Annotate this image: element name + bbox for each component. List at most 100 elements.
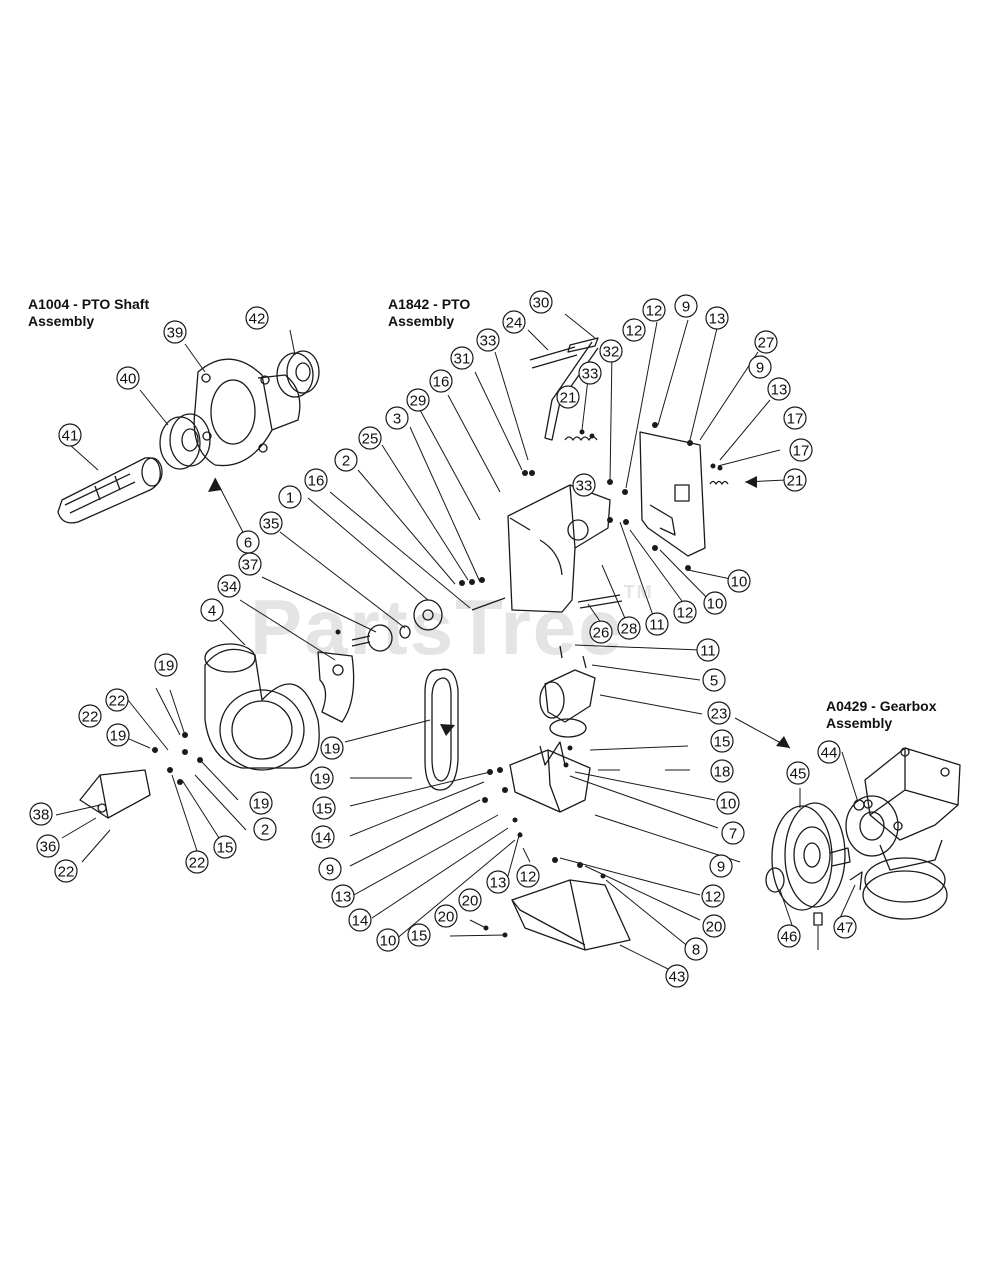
callout-number: 13 — [709, 311, 726, 328]
callout-20: 20 — [702, 914, 726, 938]
callout-number: 20 — [438, 909, 455, 926]
callout-3: 3 — [385, 406, 409, 430]
callout-7: 7 — [721, 821, 745, 845]
callout-number: 15 — [411, 928, 428, 945]
callout-number: 20 — [462, 893, 479, 910]
callout-number: 15 — [316, 801, 333, 818]
callout-22: 22 — [54, 859, 78, 883]
callout-number: 22 — [109, 693, 126, 710]
callout-9: 9 — [709, 854, 733, 878]
bearing-40 — [159, 413, 211, 470]
callout-28: 28 — [617, 616, 641, 640]
callout-number: 9 — [682, 299, 690, 316]
callout-number: 10 — [731, 574, 748, 591]
callout-43: 43 — [665, 964, 689, 988]
callout-number: 12 — [705, 889, 722, 906]
callout-15: 15 — [407, 923, 431, 947]
callout-15: 15 — [710, 729, 734, 753]
callout-number: 38 — [33, 807, 50, 824]
callout-number: 8 — [692, 942, 700, 959]
callout-13: 13 — [331, 884, 355, 908]
callout-number: 14 — [315, 830, 332, 847]
callout-number: 29 — [410, 393, 427, 410]
callout-number: 9 — [756, 360, 764, 377]
callout-38: 38 — [29, 802, 53, 826]
callout-number: 14 — [352, 913, 369, 930]
callout-number: 10 — [720, 796, 737, 813]
callout-number: 21 — [787, 473, 804, 490]
pulley-hub-37 — [351, 624, 411, 652]
callout-24: 24 — [502, 310, 526, 334]
pto-shaft — [57, 457, 163, 524]
callout-6: 6 — [236, 530, 260, 554]
callout-number: 12 — [646, 303, 663, 320]
callout-number: 25 — [362, 431, 379, 448]
callout-number: 24 — [506, 315, 523, 332]
callout-number: 23 — [711, 706, 728, 723]
callout-number: 6 — [244, 535, 252, 552]
callout-number: 4 — [208, 603, 216, 620]
bracket-28 — [507, 484, 611, 613]
callout-16: 16 — [304, 468, 328, 492]
callout-33: 33 — [476, 328, 500, 352]
callout-number: 19 — [314, 771, 331, 788]
callout-number: 2 — [342, 453, 350, 470]
chute-8 — [511, 879, 631, 951]
callout-number: 17 — [793, 443, 810, 460]
callout-26: 26 — [589, 620, 613, 644]
callout-31: 31 — [450, 346, 474, 370]
callout-22: 22 — [78, 704, 102, 728]
callout-number: 28 — [621, 621, 638, 638]
callout-36: 36 — [36, 834, 60, 858]
callout-number: 43 — [669, 969, 686, 986]
blower-housing-4 — [204, 643, 320, 771]
callout-46: 46 — [777, 924, 801, 948]
callout-1: 1 — [278, 485, 302, 509]
callout-30: 30 — [529, 290, 553, 314]
callout-number: 19 — [110, 728, 127, 745]
pulley-1 — [413, 599, 443, 631]
callout-number: 32 — [603, 344, 620, 361]
callout-14: 14 — [348, 908, 372, 932]
callout-29: 29 — [406, 388, 430, 412]
callout-number: 17 — [787, 411, 804, 428]
callout-10: 10 — [703, 591, 727, 615]
callout-33: 33 — [572, 473, 596, 497]
callout-18: 18 — [710, 759, 734, 783]
callout-number: 12 — [677, 605, 694, 622]
callout-21: 21 — [783, 468, 807, 492]
callout-number: 19 — [253, 796, 270, 813]
callout-number: 42 — [249, 311, 266, 328]
callout-33: 33 — [578, 361, 602, 385]
plate-27 — [639, 431, 706, 557]
callout-35: 35 — [259, 511, 283, 535]
callout-number: 31 — [454, 351, 471, 368]
callout-number: 10 — [380, 933, 397, 950]
callout-45: 45 — [786, 761, 810, 785]
callout-13: 13 — [705, 306, 729, 330]
ring-45-key-46-screw-47 — [765, 867, 863, 926]
callout-number: 22 — [189, 855, 206, 872]
callout-number: 22 — [82, 709, 99, 726]
gearbox-small-5 — [539, 645, 596, 738]
callout-number: 19 — [324, 741, 341, 758]
callout-number: 39 — [167, 325, 184, 342]
callout-number: 45 — [790, 766, 807, 783]
callout-39: 39 — [163, 320, 187, 344]
callout-19: 19 — [249, 791, 273, 815]
callout-number: 16 — [308, 473, 325, 490]
callout-12: 12 — [642, 298, 666, 322]
callout-number: 26 — [593, 625, 610, 642]
callout-number: 9 — [326, 862, 334, 879]
callout-9: 9 — [674, 294, 698, 318]
callout-27: 27 — [754, 330, 778, 354]
callout-34: 34 — [217, 574, 241, 598]
callout-number: 35 — [263, 516, 280, 533]
flange-housing-39 — [193, 358, 301, 467]
mount-bracket-7 — [509, 741, 591, 813]
callout-number: 22 — [58, 864, 75, 881]
